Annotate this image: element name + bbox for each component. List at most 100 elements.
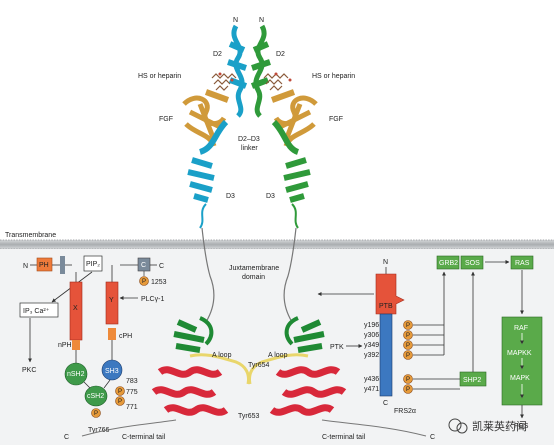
site-783-label: 783 xyxy=(126,378,138,385)
watermark-text: 凯莱英药闻 xyxy=(472,419,527,433)
ip3-ca-box xyxy=(19,302,59,318)
kinase-n-lobe-left xyxy=(173,316,214,353)
frs2-site-y196: y196 P xyxy=(364,320,413,330)
mapkk-label: MAPKK xyxy=(507,350,532,357)
sh3-label: SH3 xyxy=(105,368,119,375)
c2-label: C xyxy=(141,262,146,269)
plc-gamma-panel: N PH PIP₂ C C P 1253 IP₃ Ca²⁺ PKC X nPH … xyxy=(19,255,167,434)
fgf-right-label: FGF xyxy=(329,116,343,123)
frs2-site-y306: y306 P xyxy=(364,330,413,340)
phospho-y196-icon xyxy=(403,320,413,330)
extracellular-domain: N N D2 D2 HS or heparin HS or heparin xyxy=(138,17,355,229)
p-glyph-1253: P xyxy=(142,279,146,285)
svg-text:P: P xyxy=(406,377,410,383)
d2-domain-left xyxy=(227,24,248,118)
svg-text:P: P xyxy=(406,323,410,329)
c-terminal-tail-right xyxy=(321,419,427,437)
raf-label: RAF xyxy=(514,325,528,332)
svg-text:y392: y392 xyxy=(364,352,379,359)
plc-n-terminus-label: N xyxy=(23,263,28,270)
frs2-name-label: FRS2α xyxy=(394,408,416,415)
watermark: 凯莱英药闻 xyxy=(448,418,527,434)
shp2-label: SHP2 xyxy=(463,377,481,384)
plc-c-terminus-label: C xyxy=(159,263,164,270)
phospho-775-icon xyxy=(115,386,125,396)
sos-label: SOS xyxy=(465,260,480,267)
d2-left-label: D2 xyxy=(213,51,222,58)
pip2-label: PIP₂ xyxy=(86,261,100,268)
d3-domain-left xyxy=(187,119,229,229)
ptb-label: PTB xyxy=(379,303,393,310)
p-glyph-766: P xyxy=(94,411,98,417)
ras-box xyxy=(510,255,534,270)
a-loop-left-label: A loop xyxy=(212,352,232,359)
y-catalytic-box xyxy=(105,281,119,325)
fgf-left-label: FGF xyxy=(159,116,173,123)
d2-right-label: D2 xyxy=(276,51,285,58)
frs2-c-terminus-label: C xyxy=(383,400,388,407)
csh2-label: cSH2 xyxy=(87,393,104,400)
phospho-771-icon xyxy=(115,396,125,406)
kinase-c-lobe-right xyxy=(269,366,347,416)
frs2-site-y436: y436 P xyxy=(364,374,413,384)
n-terminus-right-label: N xyxy=(259,17,264,24)
site-775-label: 775 xyxy=(126,389,138,396)
d2-d3-linker-label-line2: linker xyxy=(241,145,258,152)
juxtamembrane-label-line1: Juxtamembrane xyxy=(229,265,279,272)
frs2-tail-bar xyxy=(379,313,393,397)
site-771-label: 771 xyxy=(126,404,138,411)
grb2-box xyxy=(436,255,460,270)
ptk-label: PTK xyxy=(330,344,344,351)
svg-text:P: P xyxy=(406,387,410,393)
phospho-tyr766-icon xyxy=(91,408,101,418)
kinase-domains: Juxtamembrane domain A loop A loop Tyr65… xyxy=(64,265,435,441)
p-glyph-771: P xyxy=(118,399,122,405)
hs-heparin-right-label: HS or heparin xyxy=(312,73,355,80)
tyr654-label: Tyr654 xyxy=(248,362,270,369)
c-terminal-tail-right-label: C-terminal tail xyxy=(322,434,366,441)
pkc-label: PKC xyxy=(22,367,36,374)
svg-text:y436: y436 xyxy=(364,376,379,383)
frs2-alpha: N PTB C FRS2α PTK y196 P y306 P y349 P y… xyxy=(317,259,460,415)
cPH-label: cPH xyxy=(119,333,132,340)
c-terminal-tail-left xyxy=(81,419,177,437)
npH-label: nPH xyxy=(58,342,72,349)
d2-domain-right xyxy=(250,24,271,118)
ph-domain-box xyxy=(36,257,53,272)
d2-d3-linker-label-line1: D2–D3 xyxy=(238,136,260,143)
sos-box xyxy=(460,255,484,270)
svg-text:y471: y471 xyxy=(364,386,379,393)
phospho-y471-icon xyxy=(403,384,413,394)
svg-text:P: P xyxy=(406,343,410,349)
plcg1-label: PLCγ-1 xyxy=(141,296,164,303)
mapk-pathway: GRB2 SOS RAS RAF MAPKK MAPK FOS SHP2 xyxy=(436,255,543,430)
kinase-c-lobe-left xyxy=(151,366,229,416)
mapk-label: MAPK xyxy=(510,375,530,382)
d3-right-label: D3 xyxy=(266,193,275,200)
fos-label: FOS xyxy=(514,423,529,430)
svg-text:P: P xyxy=(406,353,410,359)
ip3-ca-label: IP₃ Ca²⁺ xyxy=(23,308,50,315)
c-terminal-tail-left-label: C-terminal tail xyxy=(122,434,166,441)
pip2-box xyxy=(83,255,103,272)
svg-text:y349: y349 xyxy=(364,342,379,349)
phospho-1253-icon xyxy=(139,276,149,286)
heparin-right xyxy=(263,72,292,91)
cPH-segment xyxy=(108,328,116,340)
fgf-ligand-left xyxy=(182,89,230,148)
frs2-n-terminus-label: N xyxy=(383,259,388,266)
nsh2-domain xyxy=(64,362,88,386)
npH-segment xyxy=(72,340,80,350)
d3-domain-right xyxy=(271,119,311,229)
ras-label: RAS xyxy=(515,260,530,267)
frs2-site-connectors xyxy=(413,324,460,390)
tyr653-label: Tyr653 xyxy=(238,413,260,420)
a-loop-right-label: A loop xyxy=(268,352,288,359)
membrane-anchor xyxy=(60,256,65,274)
phospho-y392-icon xyxy=(403,350,413,360)
n-terminus-left-label: N xyxy=(233,17,238,24)
svg-text:y196: y196 xyxy=(364,322,379,329)
fgf-ligand-right xyxy=(270,89,318,148)
